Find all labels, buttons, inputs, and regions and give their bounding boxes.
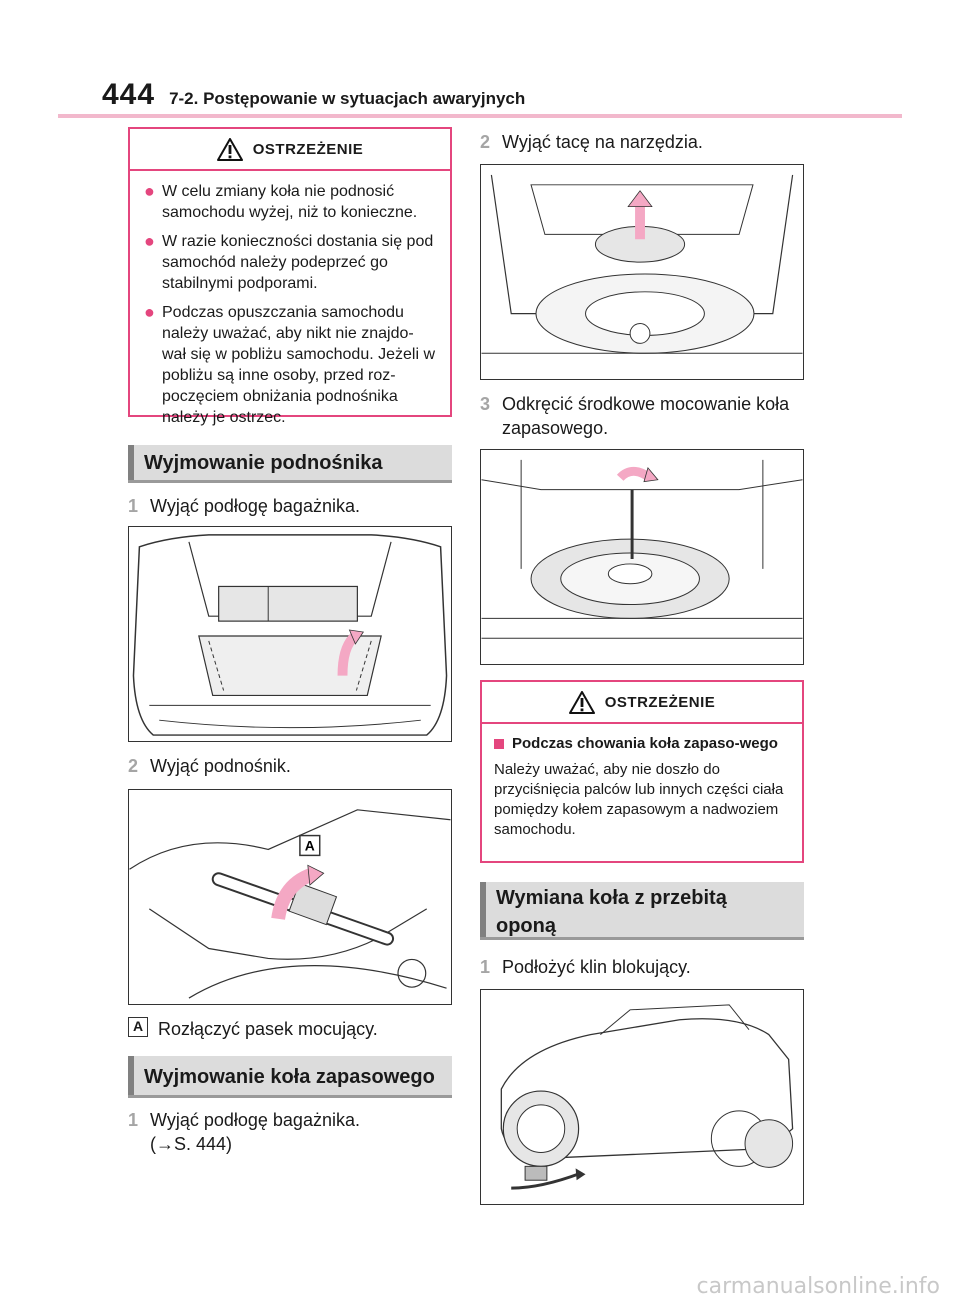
warning-box: OSTRZEŻENIE ● W celu zmiany koła nie podn… [128, 127, 452, 426]
step-text: Wyjąć podłogę bagażnika. [150, 1110, 360, 1130]
step-number: 1 [480, 957, 491, 977]
warning-body: Należy uważać, aby nie doszło do przyciś… [494, 761, 784, 838]
section-heading-spare: Wyjmowanie koła zapasowego [128, 1056, 452, 1098]
section-heading-flat: Wymiana koła z przebitą oponą [480, 882, 804, 940]
warning-icon [216, 137, 243, 161]
step-text: Wyjąć podłogę bagażnika. [150, 496, 360, 516]
page-number: 444 [102, 78, 156, 111]
step-text: Podłożyć klin blokujący. [502, 957, 691, 977]
step-text: Wyjąć tacę na narzędzia. [502, 132, 703, 152]
figure-trunk-floor [128, 526, 452, 742]
figure-label-a: A [305, 837, 315, 853]
step-number: 3 [480, 394, 491, 414]
warning-header: OSTRZEŻENIE [482, 682, 802, 724]
step-text: Odkręcić środkowe mocowanie koła zapasow… [502, 394, 790, 438]
step-number: 1 [128, 1110, 139, 1130]
figure-spare-mount [480, 449, 804, 665]
step-2-spare: 2 Wyjąć tacę na narzędzia. [480, 130, 804, 154]
figure-jack: A [128, 789, 452, 1005]
warning-item: W razie konieczności dostania się pod sa… [162, 233, 434, 292]
bullet-dot: ● [144, 231, 155, 251]
section-heading-jack: Wyjmowanie podnośnika [128, 445, 452, 483]
label-a-note: A Rozłączyć pasek mocujący. [128, 1017, 452, 1041]
header-rule [58, 114, 902, 118]
warning-header: OSTRZEŻENIE [130, 129, 450, 171]
watermark: carmanualsonline.info [696, 1274, 940, 1299]
figure-wheel-chock [480, 989, 804, 1205]
label-a-box: A [128, 1017, 148, 1037]
warning-title: OSTRZEŻENIE [604, 693, 716, 711]
bullet-dot: ● [144, 181, 155, 201]
warning-item: Podczas opuszczania samochodu należy uwa… [162, 304, 436, 426]
step-2-jack: 2 Wyjąć podnośnik. [128, 754, 452, 778]
warning-box-2: OSTRZEŻENIE Podczas chowania koła zapaso… [480, 680, 804, 863]
bullet-dot: ● [144, 302, 155, 322]
square-bullet [494, 734, 512, 754]
step-1-jack: 1 Wyjąć podłogę bagażnika. [128, 494, 452, 518]
step-number: 2 [480, 132, 491, 152]
warning-item: W celu zmiany koła nie podnosić samochod… [162, 183, 418, 221]
warning-subhead: Podczas chowania koła zapaso-wego [512, 735, 778, 752]
section-title: 7-2. Postępowanie w sytuacjach awaryjnyc… [169, 89, 526, 108]
step-number: 2 [128, 756, 139, 776]
step-text: Wyjąć podnośnik. [150, 756, 291, 776]
page-reference: (→S. 444) [150, 1134, 233, 1154]
label-a-text: Rozłączyć pasek mocujący. [158, 1019, 378, 1039]
step-1-spare: 1 Wyjąć podłogę bagażnika. (→S. 444) [128, 1108, 452, 1156]
warning-title: OSTRZEŻENIE [252, 140, 364, 158]
step-number: 1 [128, 496, 139, 516]
page-header: 444 7-2. Postępowanie w sytuacjach awary… [102, 78, 525, 112]
step-3-spare: 3 Odkręcić środkowe mocowanie koła zapas… [480, 392, 804, 440]
figure-tool-tray [480, 164, 804, 380]
step-1-flat: 1 Podłożyć klin blokujący. [480, 955, 804, 979]
warning-icon [568, 690, 595, 714]
